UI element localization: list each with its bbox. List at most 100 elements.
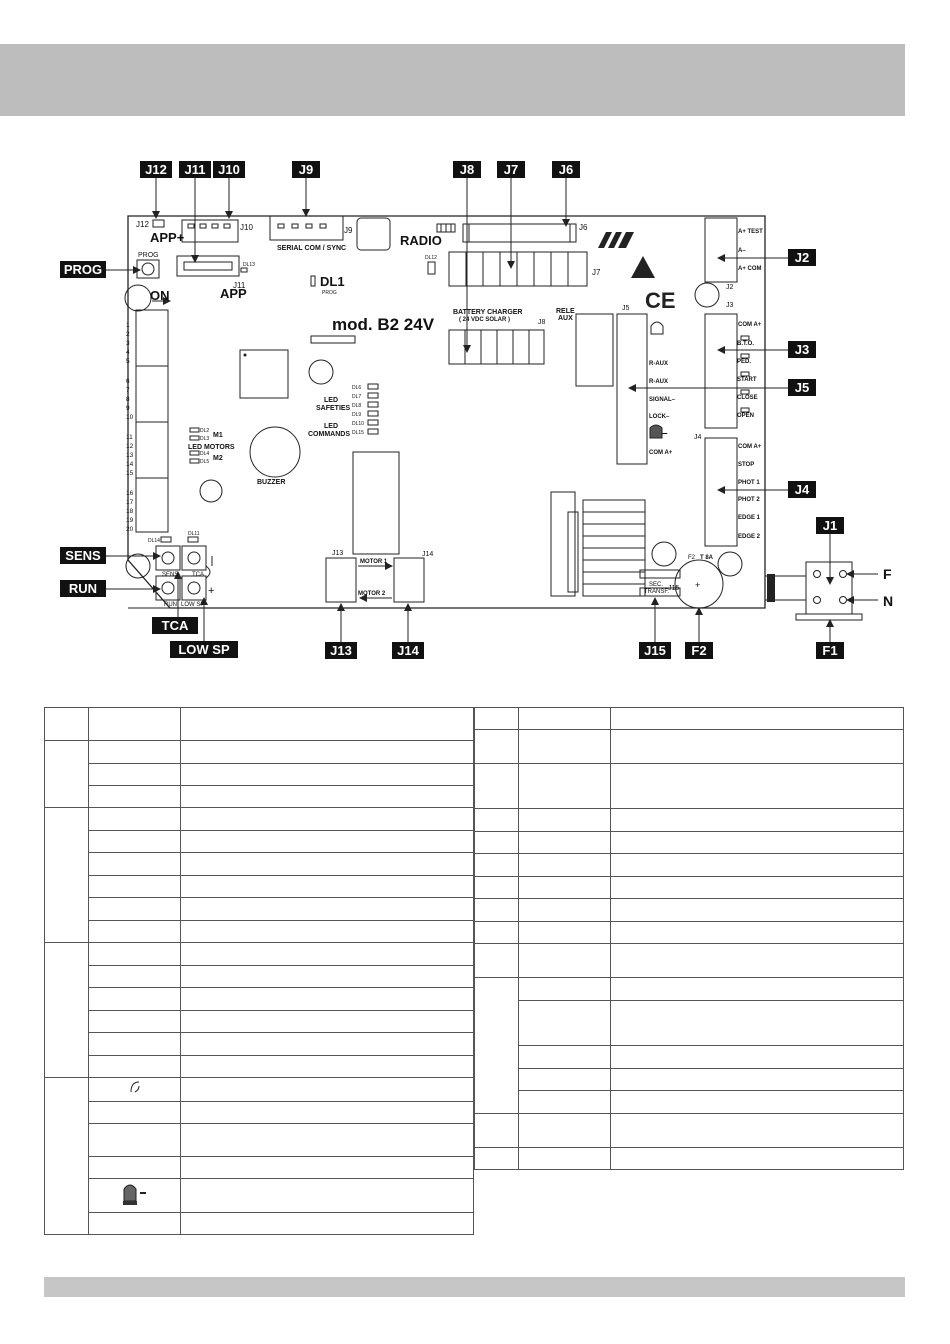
terminal-number: 2	[126, 331, 130, 338]
table-row	[474, 977, 904, 1114]
rele-aux	[575, 313, 614, 387]
table-row	[44, 707, 474, 741]
callout-lowsp: LOW SP	[178, 642, 230, 657]
terminal-number: 10	[126, 414, 134, 421]
terminal-number: 15	[126, 470, 134, 477]
label-lowsp: LOW SP	[181, 602, 204, 608]
led-label: DL2	[200, 428, 209, 434]
dl1-led	[310, 275, 316, 287]
terminal-block-16-20	[135, 477, 169, 533]
terminal-number: 19	[126, 517, 134, 524]
hole-small-1	[308, 359, 334, 385]
callout-j14: J14	[397, 643, 419, 658]
footer-band	[44, 1277, 905, 1297]
terminal-number: 3	[126, 340, 130, 347]
table-row	[44, 1077, 474, 1235]
table-row	[475, 1000, 904, 1046]
table-row	[474, 1147, 904, 1170]
table-row	[45, 1178, 474, 1213]
label-phot2: PHOT 2	[738, 497, 760, 503]
callout-j13: J13	[330, 643, 352, 658]
j10-connector	[181, 219, 239, 243]
terminal-number: 7	[126, 387, 130, 394]
label-transf: TRANSF.	[644, 589, 669, 595]
label-com-a-j4: COM A+	[738, 444, 762, 450]
label-lock: LOCK–	[649, 414, 670, 420]
label-aux: AUX	[558, 315, 573, 322]
callout-j1-box	[816, 517, 844, 534]
label-ped: PED.	[737, 359, 751, 365]
label-j6: J6	[579, 223, 588, 232]
label-plus: +	[208, 585, 214, 597]
label-a-test: A+ TEST	[738, 229, 763, 235]
table-row	[45, 875, 474, 898]
table-row	[45, 785, 474, 808]
terminal-block-6-10	[135, 365, 169, 423]
terminal-number: 1	[126, 322, 130, 329]
callout-j2: J2	[795, 250, 809, 265]
label-F: F	[883, 566, 892, 582]
esd-warning-icon	[631, 256, 655, 278]
callout-j11-box	[179, 161, 211, 178]
table-row	[474, 943, 904, 978]
j2-block	[704, 217, 738, 283]
label-m2: M2	[213, 455, 223, 462]
terminal-block-1-5	[135, 309, 169, 367]
label-phot1: PHOT 1	[738, 480, 760, 486]
callout-sens: SENS	[65, 548, 101, 563]
label-motor1: MOTOR 1	[360, 559, 388, 565]
j13-connector	[325, 557, 357, 603]
callout-labels: J12 J11 J10 J9 J8 J7 J6 J2 J3 J5 J4 J1 P…	[60, 161, 844, 659]
label-a-minus: A–	[738, 248, 746, 254]
table-row	[45, 920, 474, 943]
mount-hole-top-right	[694, 282, 720, 308]
callout-run-box	[60, 580, 106, 597]
table-row	[44, 807, 474, 943]
label-fuse-plus: +	[695, 580, 700, 590]
callout-j5-box	[788, 379, 816, 396]
led-label: DL15	[352, 430, 364, 436]
label-buzzer: BUZZER	[257, 479, 285, 486]
label-j10: J10	[240, 223, 253, 232]
table-row	[474, 876, 904, 899]
callout-j8-box	[453, 161, 481, 178]
table-row	[44, 740, 474, 808]
label-dl1: DL1	[320, 274, 345, 289]
label-com-a: COM A+	[738, 322, 762, 328]
table-row	[45, 965, 474, 988]
callout-f1: F1	[822, 643, 837, 658]
table-row	[474, 831, 904, 854]
callout-f2: F2	[691, 643, 706, 658]
table-row	[475, 1045, 904, 1069]
label-r-aux-1: R-AUX	[649, 361, 668, 367]
ce-mark-icon: CE	[645, 288, 676, 313]
callout-j6-box	[552, 161, 580, 178]
table-row	[474, 921, 904, 944]
callout-j7: J7	[504, 162, 518, 177]
label-edge1: EDGE 1	[738, 515, 761, 521]
terminal-number: 13	[126, 452, 134, 459]
table-row	[474, 729, 904, 764]
callout-j5: J5	[795, 380, 809, 395]
label-j8: J8	[538, 319, 546, 326]
label-edge2: EDGE 2	[738, 534, 761, 540]
callout-j14-box	[392, 642, 424, 659]
label-stop: STOP	[738, 462, 754, 468]
label-j4: J4	[694, 434, 702, 441]
table-row	[474, 707, 904, 730]
callout-j11: J11	[185, 162, 206, 177]
label-app: APP	[220, 286, 247, 301]
bulb-icon	[130, 1081, 139, 1093]
callout-lowsp-box	[170, 641, 238, 658]
terminal-number: 11	[126, 434, 133, 441]
label-battery-sub: ( 24 VDC SOLAR )	[459, 317, 510, 323]
j15-connector	[639, 569, 681, 579]
lowsp-button	[181, 575, 207, 601]
table-row	[475, 1068, 904, 1091]
callout-j7-box	[497, 161, 525, 178]
label-model: mod. B2 24V	[332, 315, 435, 334]
table-row	[45, 1212, 474, 1235]
